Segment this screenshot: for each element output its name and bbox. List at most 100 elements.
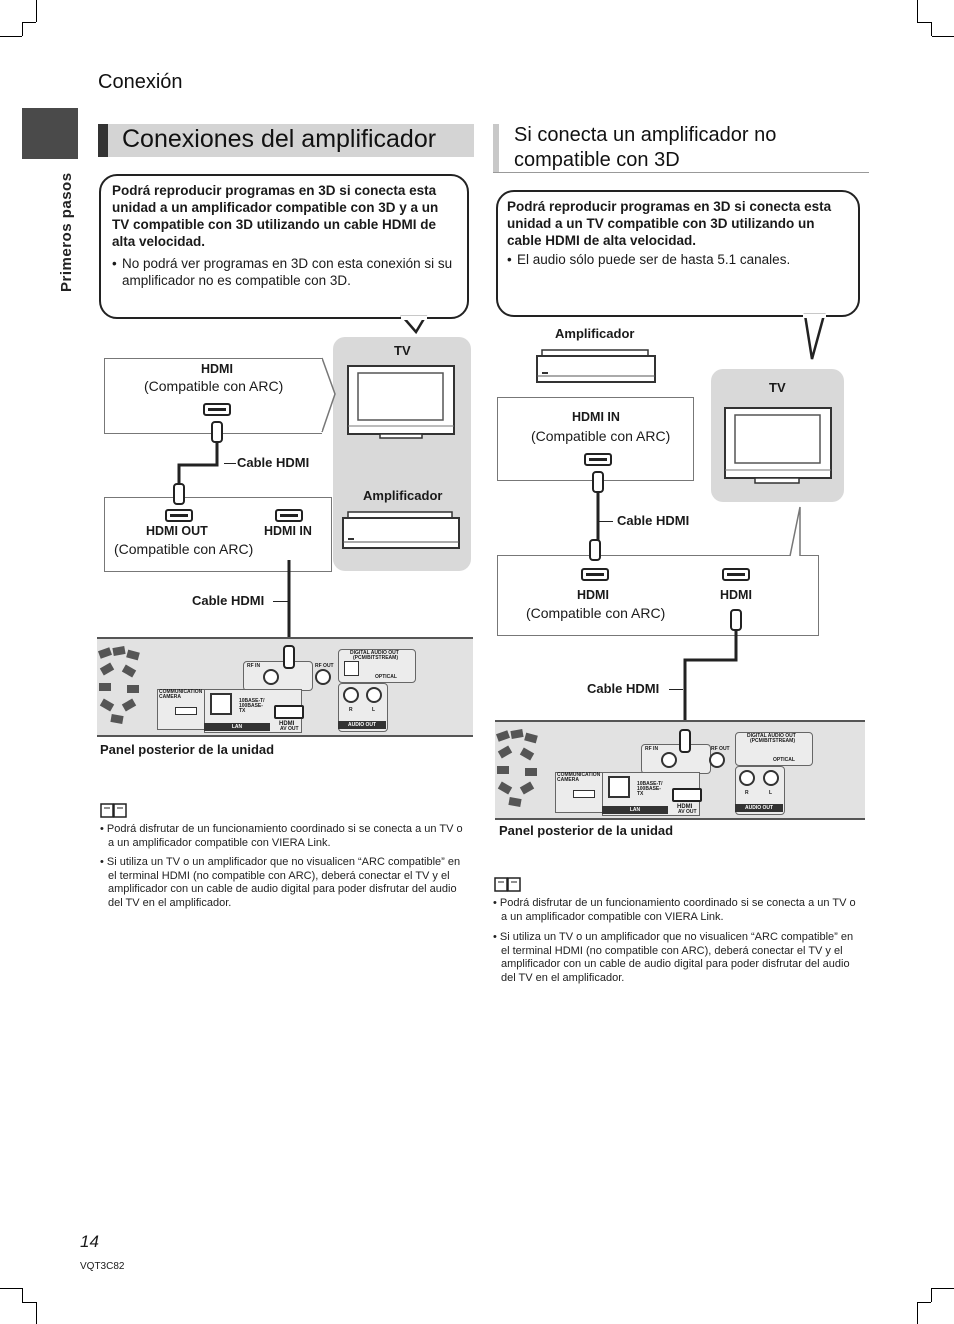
- hdmi-plug: [679, 729, 691, 753]
- left-heading-bar: Conexiones del amplificador: [98, 124, 474, 157]
- right-heading-bar: Si conecta un amplificador no compatible…: [493, 124, 869, 173]
- label-leader-line: [599, 521, 613, 522]
- side-tab: [22, 108, 78, 159]
- hdmi-logo: HDMI: [279, 721, 295, 727]
- optical-port: [344, 661, 359, 676]
- audio-r-label: R: [349, 707, 353, 713]
- arc-note: (Compatible con ARC): [531, 428, 671, 444]
- right-tv-label: TV: [769, 380, 786, 395]
- rf-in-port: [661, 752, 677, 768]
- note-item: • Si utiliza un TV o un amplificador que…: [100, 856, 461, 909]
- av-out-label: AV OUT: [280, 726, 299, 732]
- right-tv-hdmi-box: [497, 555, 819, 636]
- rf-in-label: RF IN: [645, 746, 659, 752]
- crop-mark: [22, 1288, 23, 1302]
- right-heading: Si conecta un amplificador no compatible…: [514, 124, 777, 171]
- rf-out-port: [315, 669, 331, 685]
- audio-r-label: R: [745, 790, 749, 796]
- hdmi-av-out-port: [672, 788, 702, 802]
- book-icon: [494, 877, 521, 892]
- pcm-label: (PCM/BITSTREAM): [353, 655, 398, 661]
- hdmi-cable-diagram: [581, 453, 750, 730]
- lan-port: [608, 776, 630, 798]
- audio-l-port: [763, 770, 779, 786]
- note-item: • Podrá disfrutar de un funcionamiento c…: [493, 897, 856, 923]
- crop-mark: [36, 1302, 37, 1324]
- crop-mark: [932, 36, 954, 37]
- audio-l-port: [366, 687, 382, 703]
- audio-l-label: L: [372, 707, 376, 713]
- right-amp-hdmi-box: [497, 397, 694, 481]
- note-item: • Si utiliza un TV o un amplificador que…: [493, 931, 854, 984]
- left-amp-label: Amplificador: [363, 488, 443, 503]
- crop-mark: [917, 0, 918, 22]
- note-item: • Podrá disfrutar de un funcionamiento c…: [100, 823, 463, 849]
- audio-l-label: L: [769, 790, 773, 796]
- hdmi-in-label: HDMI IN: [572, 410, 620, 424]
- hdmi-port-label: HDMI: [577, 588, 609, 602]
- rf-in-label: RF IN: [247, 663, 261, 669]
- crop-mark: [917, 22, 931, 23]
- hdmi-logo: HDMI: [677, 804, 693, 810]
- lan-port: [210, 693, 232, 715]
- right-amp-label: Amplificador: [555, 326, 635, 341]
- cable-hdmi-label: Cable HDMI: [617, 513, 690, 528]
- digital-audio-group: [338, 649, 416, 683]
- audio-out-label: AUDIO OUT: [338, 721, 386, 729]
- audio-r-port: [739, 770, 755, 786]
- panel-caption: Panel posterior de la unidad: [499, 823, 674, 838]
- cable-hdmi-label: Cable HDMI: [192, 593, 265, 608]
- bubble-pointer: [400, 315, 428, 335]
- amplifier-icon: [342, 511, 460, 549]
- tv-icon: [347, 365, 455, 439]
- camera-label: CAMERA: [159, 694, 181, 700]
- hdmi-av-out-port: [274, 705, 304, 719]
- label-leader-line: [669, 689, 683, 690]
- rf-in-port: [263, 669, 279, 685]
- optical-label: OPTICAL: [375, 674, 397, 680]
- crop-mark: [917, 1302, 918, 1324]
- bullet: •: [112, 256, 117, 271]
- crop-mark: [932, 1288, 954, 1289]
- hdmi-plug: [283, 645, 295, 669]
- crop-mark: [36, 0, 37, 22]
- rf-out-label: RF OUT: [711, 746, 730, 752]
- cable-hdmi-label: Cable HDMI: [587, 681, 660, 696]
- audio-r-port: [343, 687, 359, 703]
- arc-note: (Compatible con ARC): [144, 378, 284, 394]
- left-info-bubble: Podrá reproducir programas en 3D si cone…: [99, 174, 469, 319]
- book-icon: [100, 803, 127, 818]
- communication-label: COMMUNICATION: [159, 689, 203, 695]
- section-title: Conexión: [98, 71, 183, 93]
- lan-spec-label: 10BASE-T/ 100BASE-TX: [239, 698, 265, 714]
- bubble-pointer: [803, 313, 826, 360]
- left-bubble-text: Podrá reproducir programas en 3D si cone…: [112, 183, 439, 249]
- arc-note: (Compatible con ARC): [526, 605, 666, 621]
- digital-audio-label: DIGITAL AUDIO OUT: [350, 650, 399, 656]
- crop-mark: [0, 1288, 22, 1289]
- crop-mark: [917, 1302, 931, 1303]
- hdmi-in-label: HDMI IN: [264, 524, 312, 538]
- communication-label: COMMUNICATION: [557, 772, 601, 778]
- label-leader-line: [224, 463, 236, 464]
- left-heading: Conexiones del amplificador: [122, 125, 437, 153]
- right-info-bubble: Podrá reproducir programas en 3D si cone…: [496, 190, 860, 317]
- tv-icon: [724, 407, 832, 484]
- crop-mark: [22, 1302, 36, 1303]
- label-leader-line: [273, 601, 288, 602]
- crop-mark: [22, 22, 23, 36]
- side-tab-label: Primeros pasos: [58, 172, 75, 292]
- hdmi-out-label: HDMI OUT: [146, 524, 208, 538]
- panel-caption: Panel posterior de la unidad: [100, 742, 275, 757]
- left-bubble-note: No podrá ver programas en 3D con esta co…: [122, 256, 453, 288]
- fan-vent: [97, 646, 140, 724]
- amplifier-icon: [536, 349, 656, 383]
- document-id: VQT3C82: [80, 1261, 125, 1272]
- crop-mark: [931, 1288, 932, 1302]
- tv-hdmi-port-label: HDMI: [201, 362, 233, 376]
- cable-hdmi-label: Cable HDMI: [237, 455, 310, 470]
- av-out-label: AV OUT: [678, 809, 697, 815]
- crop-mark: [0, 36, 22, 37]
- audio-out-label: AUDIO OUT: [735, 804, 783, 812]
- optical-label: OPTICAL: [773, 757, 795, 763]
